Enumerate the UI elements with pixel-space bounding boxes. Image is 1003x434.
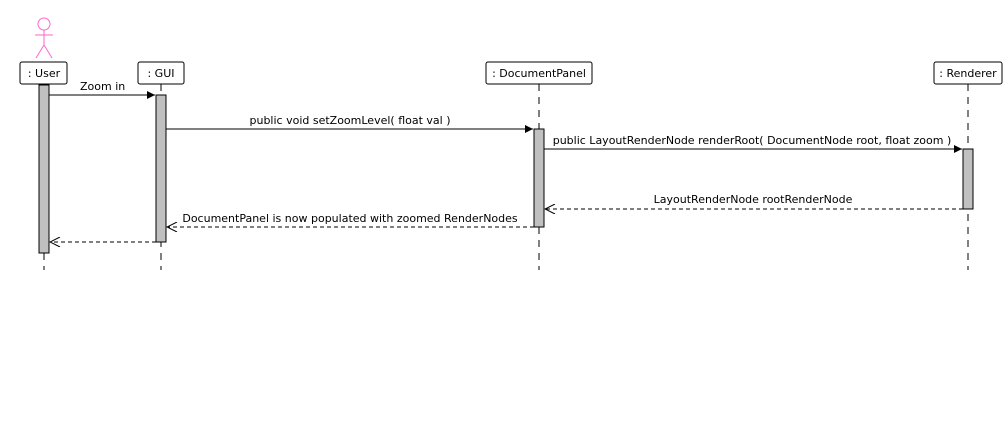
return-populated-render-nodes: DocumentPanel is now populated with zoom… xyxy=(167,212,534,227)
participant-renderer-label: : Renderer xyxy=(939,67,997,80)
activation-user xyxy=(38,84,50,254)
participant-documentpanel-label: : DocumentPanel xyxy=(492,67,586,80)
participant-documentpanel: : DocumentPanel xyxy=(485,61,593,85)
activation-documentpanel xyxy=(533,128,545,228)
message-set-zoom-level-label: public void setZoomLevel( float val ) xyxy=(249,114,450,127)
participant-gui: : GUI xyxy=(137,61,185,85)
participant-user: : User xyxy=(19,61,68,85)
message-zoom-in-label: Zoom in xyxy=(80,80,125,93)
message-set-zoom-level: public void setZoomLevel( float val ) xyxy=(166,114,533,133)
activation-renderer xyxy=(962,148,974,210)
return-root-render-node: LayoutRenderNode rootRenderNode xyxy=(545,193,963,209)
activation-gui xyxy=(155,94,167,243)
participant-renderer: : Renderer xyxy=(933,61,1003,85)
message-render-root: public LayoutRenderNode renderRoot( Docu… xyxy=(544,134,962,153)
participant-gui-label: : GUI xyxy=(147,67,174,80)
message-zoom-in: Zoom in xyxy=(49,80,155,99)
message-render-root-label: public LayoutRenderNode renderRoot( Docu… xyxy=(553,134,952,147)
return-populated-render-nodes-label: DocumentPanel is now populated with zoom… xyxy=(182,212,518,225)
return-root-render-node-label: LayoutRenderNode rootRenderNode xyxy=(654,193,853,206)
participant-user-label: : User xyxy=(28,67,61,80)
user-actor-icon xyxy=(35,17,53,59)
